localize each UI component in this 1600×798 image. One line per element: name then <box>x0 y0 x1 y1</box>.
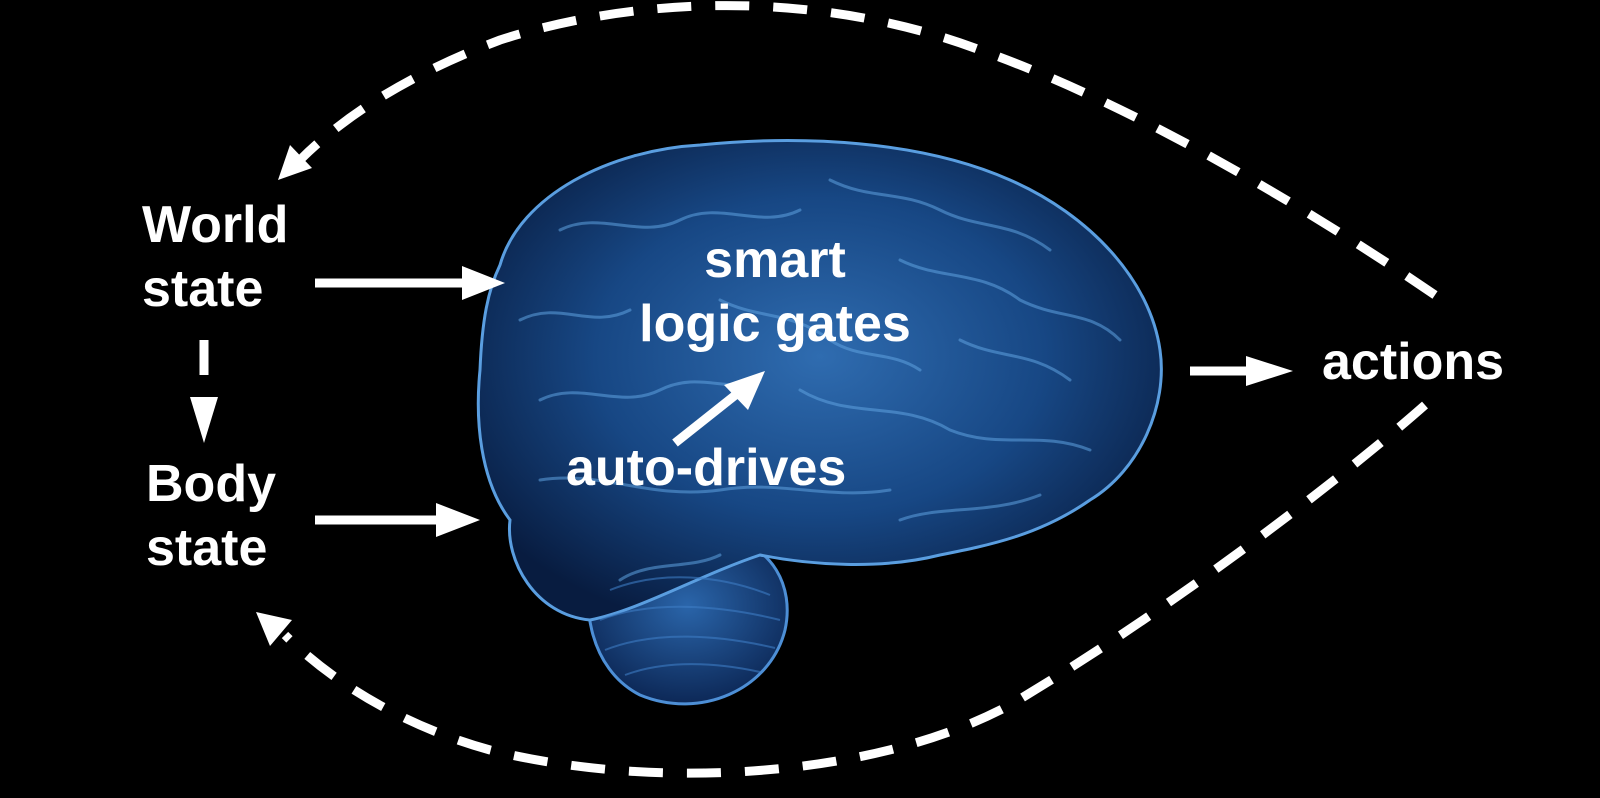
dashed-loop-bottom-arrowhead <box>256 612 292 646</box>
brain-center-label: smart logic gates <box>590 228 960 356</box>
brain-center-line-2: logic gates <box>639 295 911 353</box>
world-state-label: World state <box>142 193 288 321</box>
dashed-loop-bottom-arrow <box>281 401 1428 778</box>
brain-folds <box>518 178 1122 582</box>
auto-drives-to-logic-arrow <box>672 371 765 447</box>
dashed-loop-top-arrowhead <box>278 145 312 180</box>
actions-label: actions <box>1322 333 1505 391</box>
brain-to-actions-arrow <box>1190 356 1293 386</box>
body-to-brain-arrow <box>315 503 480 537</box>
world-to-body-arrow <box>190 340 218 443</box>
cerebellum-ridges <box>599 576 781 676</box>
body-state-label: Body state <box>146 452 276 580</box>
auto-drives-label: auto-drives <box>566 439 847 497</box>
brain-center-line-1: smart <box>704 231 846 289</box>
cerebrum-shape <box>476 139 1163 622</box>
body-state-line-1: Body <box>146 455 276 513</box>
world-state-line-2: state <box>142 260 264 318</box>
world-state-line-1: World <box>142 196 289 254</box>
brain-illustration-icon <box>476 139 1163 706</box>
world-to-brain-arrow <box>315 266 505 300</box>
dashed-loop-top-arrow <box>296 1 1438 299</box>
body-state-line-2: state <box>146 519 268 577</box>
